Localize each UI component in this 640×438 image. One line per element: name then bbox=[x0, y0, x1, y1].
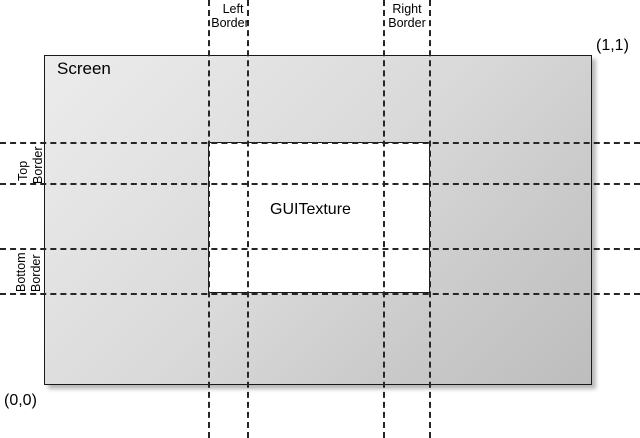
left-border-label-line2: Border bbox=[211, 16, 249, 30]
horizontal-guide-top-inner bbox=[0, 183, 640, 185]
right-border-label-line2: Border bbox=[388, 16, 426, 30]
corner-label-top-right: (1,1) bbox=[596, 37, 629, 54]
corner-label-bottom-left: (0,0) bbox=[4, 392, 37, 409]
vertical-guide-right-inner bbox=[383, 0, 385, 438]
guitexture-label: GUITexture bbox=[270, 201, 351, 218]
vertical-guide-left-outer bbox=[208, 0, 210, 438]
vertical-guide-left-inner bbox=[247, 0, 249, 438]
left-border-label-line1: Left bbox=[222, 2, 244, 16]
horizontal-guide-top-outer bbox=[0, 142, 640, 144]
horizontal-guide-bottom-outer bbox=[0, 293, 640, 295]
top-border-label-line1: Top bbox=[16, 160, 30, 181]
bottom-border-label-line2: Border bbox=[29, 254, 43, 292]
screen-label: Screen bbox=[57, 59, 111, 78]
top-border-label-line2: Border bbox=[31, 146, 45, 184]
right-border-label-line1: Right bbox=[392, 2, 422, 16]
vertical-guide-right-outer bbox=[429, 0, 431, 438]
guitexture-rectangle bbox=[208, 142, 430, 293]
horizontal-guide-bottom-inner bbox=[0, 248, 640, 250]
bottom-border-label-line1: Bottom bbox=[14, 252, 28, 292]
